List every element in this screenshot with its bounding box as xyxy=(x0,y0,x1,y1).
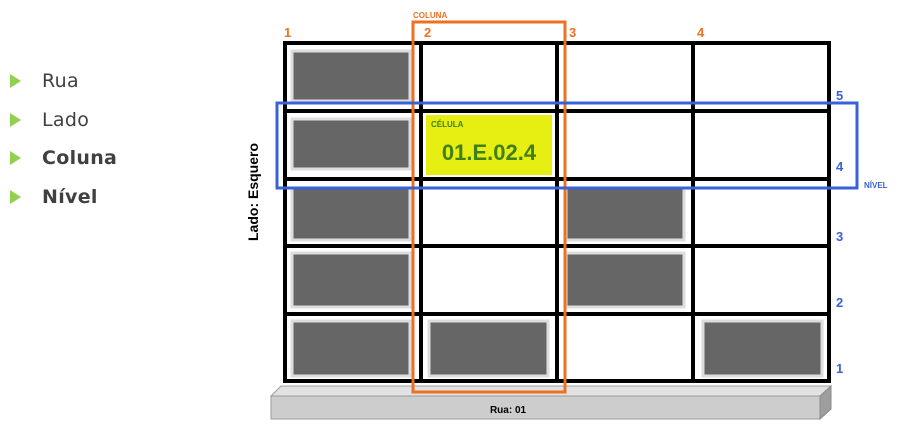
triangle-bullet-icon xyxy=(10,189,21,204)
rack-grid xyxy=(283,41,831,383)
highlighted-cell xyxy=(426,115,552,175)
bullet-label: Rua xyxy=(42,70,79,93)
level-number: 3 xyxy=(836,229,843,244)
bullet-label: Coluna xyxy=(42,147,118,170)
storage-boxes xyxy=(290,49,824,378)
storage-box xyxy=(564,186,686,242)
storage-box xyxy=(290,49,412,103)
cell-label: CÉLULA xyxy=(431,120,464,129)
column-number: 3 xyxy=(569,25,576,40)
column-header: COLUNA xyxy=(413,11,447,20)
level-number: 5 xyxy=(836,88,843,103)
level-number: 2 xyxy=(836,295,843,310)
storage-box xyxy=(427,319,550,378)
level-highlight xyxy=(275,101,859,190)
bullet-label: Lado xyxy=(42,108,90,131)
column-number: 2 xyxy=(424,25,431,40)
column-number: 1 xyxy=(284,25,291,40)
level-number: 1 xyxy=(836,361,843,376)
storage-box xyxy=(290,251,412,309)
level-numbers: 5 4 3 2 1 xyxy=(836,88,844,376)
storage-box xyxy=(290,319,412,378)
side-label: Lado: Esquero xyxy=(245,143,261,241)
bullet-label: Nível xyxy=(42,185,98,208)
street-platform-side xyxy=(819,384,832,421)
cell-code: 01.E.02.4 xyxy=(442,140,537,165)
storage-box xyxy=(701,319,824,378)
street-platform xyxy=(270,395,821,420)
street-label: Rua: 01 xyxy=(490,405,527,416)
bullet-item-coluna: Coluna xyxy=(10,139,117,178)
triangle-bullet-icon xyxy=(10,74,21,89)
triangle-bullet-icon xyxy=(10,112,21,127)
level-label: NÍVEL xyxy=(864,181,888,190)
bullet-list: Rua Lado Coluna Nível xyxy=(10,62,117,216)
storage-box xyxy=(290,117,412,171)
column-highlight xyxy=(411,20,567,394)
triangle-bullet-icon xyxy=(10,151,21,166)
level-number: 4 xyxy=(836,159,844,174)
bullet-item-lado: Lado xyxy=(10,101,117,140)
column-numbers: 1 2 3 4 xyxy=(284,25,705,40)
storage-box xyxy=(290,186,412,242)
storage-box xyxy=(564,251,686,309)
column-number: 4 xyxy=(697,25,705,40)
bullet-item-nivel: Nível xyxy=(10,178,117,217)
bullet-item-rua: Rua xyxy=(10,62,117,101)
